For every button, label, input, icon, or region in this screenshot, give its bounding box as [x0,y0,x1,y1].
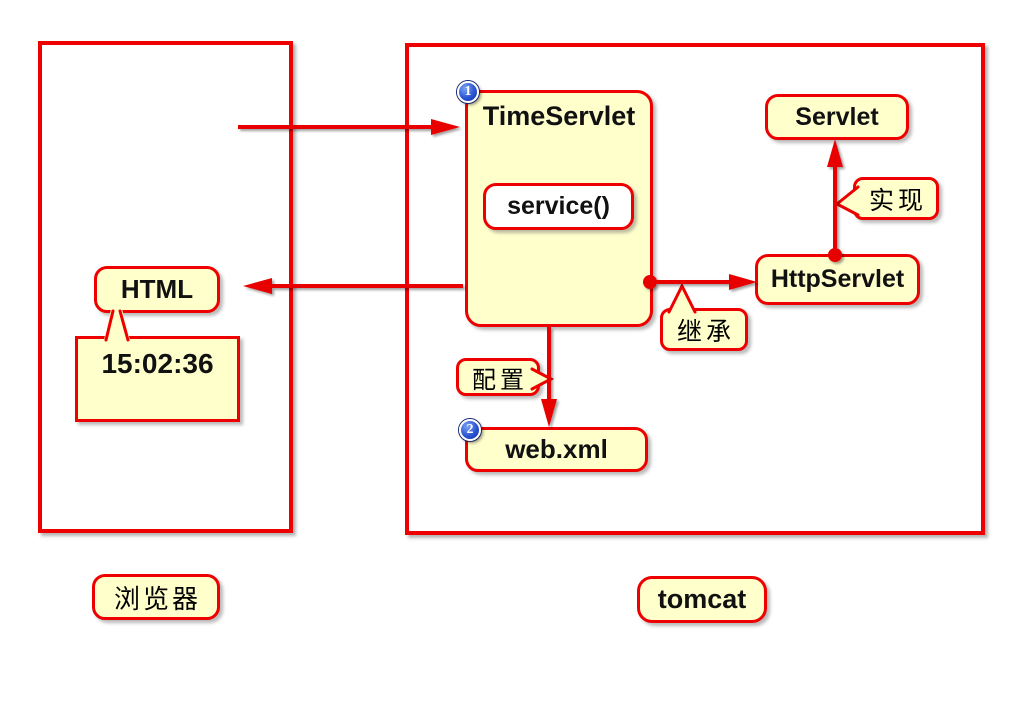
service-method-label: service() [507,192,610,220]
httpservlet-node: HttpServlet [755,254,920,305]
inherit-callout: 继承 [660,308,748,351]
tomcat-caption: tomcat [637,576,767,623]
webxml-label: web.xml [505,434,608,464]
time-note: 15:02:36 [75,336,240,422]
html-label: HTML [120,274,194,304]
httpservlet-label: HttpServlet [770,265,905,293]
time-value: 15:02:36 [101,348,214,379]
timeservlet-label: TimeServlet [482,101,636,131]
webxml-node: web.xml [465,427,648,472]
badge-1: 1 [457,81,479,103]
service-method-node: service() [483,183,634,230]
implement-callout: 实现 [853,177,939,220]
implement-label: 实现 [868,187,927,215]
servlet-node: Servlet [765,94,909,140]
servlet-label: Servlet [795,102,879,131]
tomcat-caption-label: tomcat [657,584,747,614]
html-node: HTML [94,266,220,313]
configure-label: 配置 [472,367,528,394]
browser-caption: 浏览器 [92,574,220,620]
browser-caption-label: 浏览器 [113,584,201,614]
badge-2: 2 [459,419,481,441]
inherit-label: 继承 [676,318,735,346]
configure-callout: 配置 [456,358,540,396]
